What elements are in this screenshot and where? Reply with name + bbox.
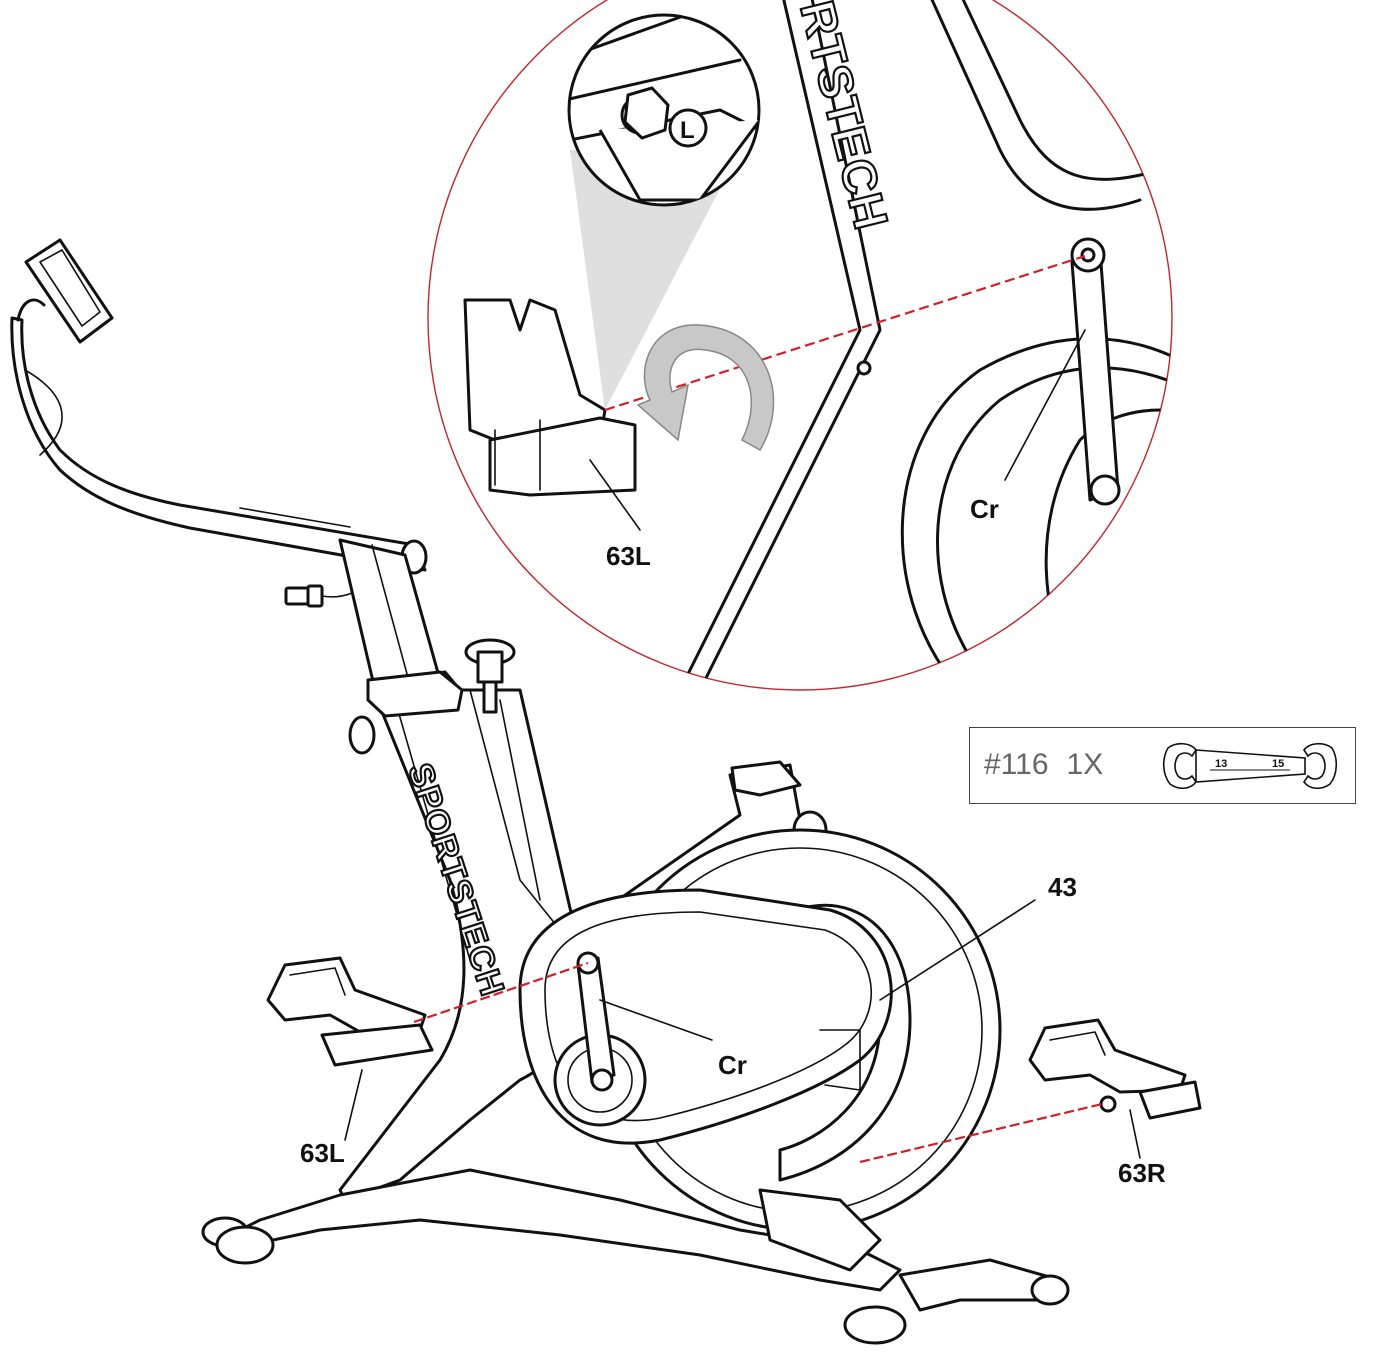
counterclockwise-arrow-icon (636, 324, 775, 452)
wrench-size-13: 13 (1215, 758, 1227, 770)
left-pedal (266, 956, 434, 1067)
highlight-cone (570, 150, 740, 410)
guide-line-left (413, 961, 589, 1024)
wrench-size-15: 15 (1272, 758, 1284, 770)
bike-illustration: SPORTSTECH (10, 238, 1202, 1345)
tool-label: #116 1X (984, 748, 1121, 782)
callout-63R: 63R (1118, 1158, 1166, 1188)
tool-panel: #116 1X 13 15 (969, 727, 1356, 804)
zoom-guide-line (604, 254, 1086, 412)
right-pedal (1028, 1018, 1202, 1120)
tool-part-number: #116 (984, 748, 1049, 781)
bike-base (201, 1168, 1070, 1345)
handlebar (10, 316, 428, 575)
callout-63L: 63L (300, 1138, 345, 1168)
zoom-callout-Cr: Cr (970, 494, 999, 524)
thread-marker-text: L (680, 117, 695, 144)
callout-Cr: Cr (718, 1050, 747, 1080)
open-end-wrench-icon: 13 15 (1162, 742, 1338, 790)
crank-arm (553, 951, 647, 1127)
tool-quantity: 1X (1066, 748, 1104, 781)
phone-holder (16, 238, 114, 344)
zoom-callout-63L: 63L (606, 541, 651, 571)
callout-43: 43 (1048, 872, 1077, 902)
zoom-detail: RTSTECH 63L Cr (427, 0, 1173, 691)
